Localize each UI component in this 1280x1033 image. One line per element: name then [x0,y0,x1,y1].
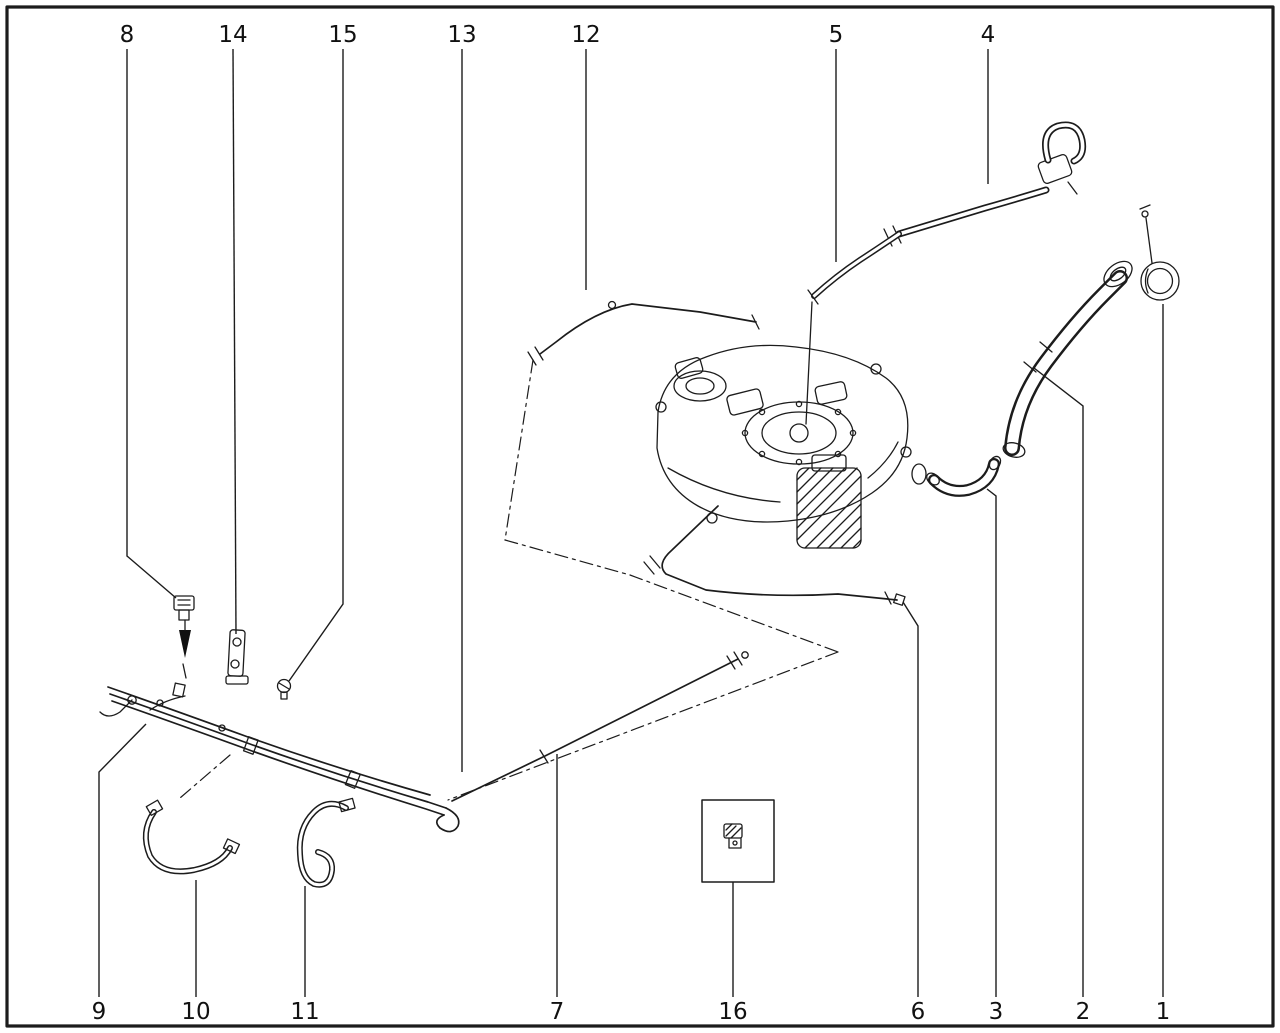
callout-number-16: 16 [718,999,747,1025]
rear-fuel-line [643,505,906,606]
callout-leader-15 [288,49,344,682]
hooked-hose [296,797,356,888]
callout-number-3: 3 [989,999,1004,1025]
callout-number-9: 9 [92,999,107,1025]
evap-canister [796,454,862,549]
callout-number-13: 13 [447,22,476,48]
screw [276,678,292,700]
upper-fuel-line [527,300,760,366]
clip-detail-box [701,799,775,883]
mounting-bracket [225,629,249,685]
callout-number-12: 12 [571,22,600,48]
callout-number-1: 1 [1156,999,1171,1025]
fuel-cap [1139,204,1180,301]
clip-glyph [723,823,743,849]
breather-hose-assembly [883,121,1087,247]
callout-number-15: 15 [328,22,357,48]
callout-number-5: 5 [829,22,844,48]
callout-number-10: 10 [181,999,210,1025]
callout-number-2: 2 [1076,999,1091,1025]
callout-number-11: 11 [290,999,319,1025]
filler-neck-tube [1002,260,1133,458]
retaining-clip [173,595,195,658]
callout-layer: 8 14 15 13 12 5 4 9 10 11 7 16 6 3 2 1 [92,22,1171,1025]
pointer-arrow [179,630,191,658]
callout-leader-3 [986,488,997,997]
vent-hose [805,231,902,425]
callout-leader-8 [126,49,177,599]
supply-hose [142,799,241,875]
callout-number-6: 6 [911,999,926,1025]
callout-number-8: 8 [120,22,135,48]
callout-number-4: 4 [981,22,996,48]
callout-leader-2 [1033,367,1084,997]
diagram-border-frame [5,5,1275,1028]
callout-number-14: 14 [218,22,247,48]
fuel-tank-illustration [655,344,927,524]
connector-cluster [99,663,226,732]
filler-seal-ring [911,463,927,485]
callout-number-7: 7 [550,999,565,1025]
filler-hose [926,455,1002,497]
callout-leader-9 [98,723,147,997]
construction-lines [179,359,839,801]
fuel-line-bundle [107,651,749,833]
callout-leader-14 [232,48,237,635]
callout-leader-6 [902,601,919,997]
